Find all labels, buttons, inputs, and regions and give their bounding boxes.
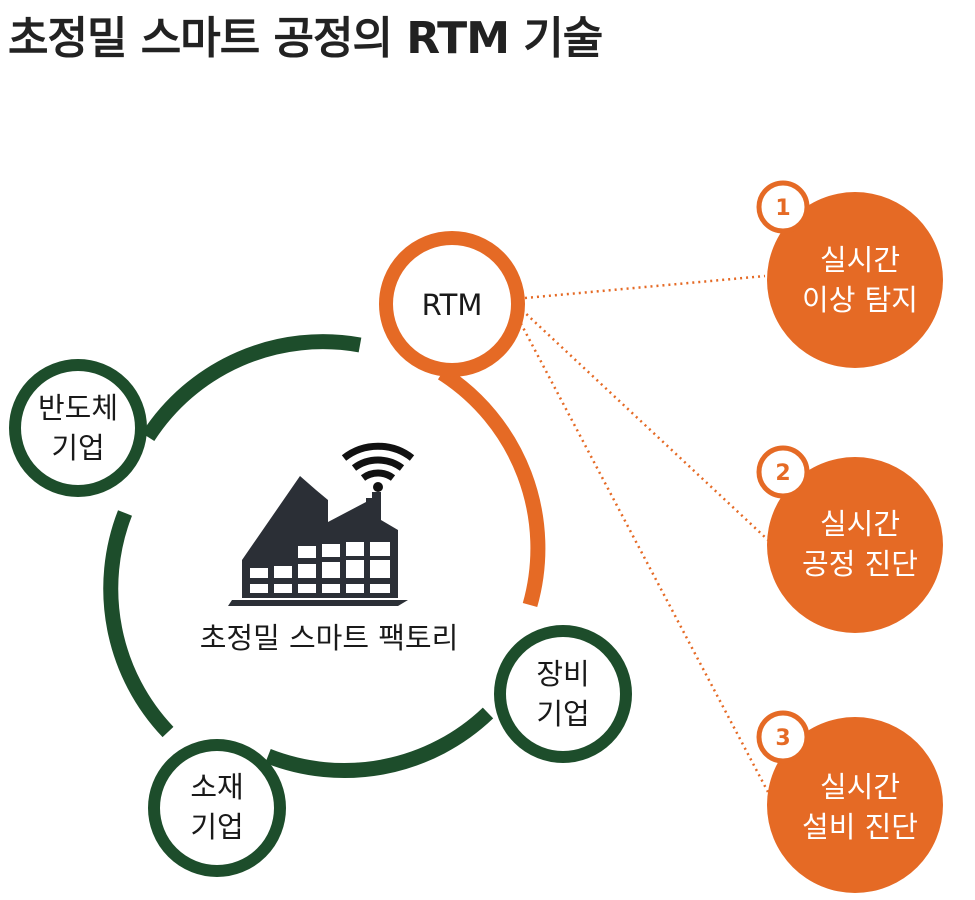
center-label: 초정밀 스마트 팩토리 [200, 621, 459, 655]
ring-arc-bottom [265, 707, 494, 778]
ring-arc-left [103, 510, 174, 738]
connector-lines [516, 274, 770, 793]
page-title: 초정밀 스마트 공정의 RTM 기술 [8, 13, 603, 64]
step-1-line-2: 이상 탐지 [802, 283, 918, 317]
step-3: 3 실시간 설비 진단 [756, 710, 943, 893]
step-2-badge [756, 445, 810, 499]
ring-arc-rtm [437, 366, 546, 608]
equipment-node: 장비 기업 [494, 625, 632, 763]
semiconductor-label-line-2: 기업 [51, 431, 104, 465]
step-1: 1 실시간 이상 탐지 [756, 180, 943, 368]
step-1-line-1: 실시간 [820, 243, 900, 277]
material-node: 소재 기업 [148, 739, 286, 877]
step-3-number: 3 [775, 726, 790, 751]
connector-step-2 [521, 309, 769, 541]
ring-arc-top [141, 334, 362, 442]
material-label-line-2: 기업 [190, 810, 243, 844]
step-1-badge [756, 180, 810, 234]
step-3-line-2: 설비 진단 [802, 810, 918, 844]
semiconductor-label-line-1: 반도체 [38, 391, 118, 425]
step-2-number: 2 [775, 461, 790, 486]
semiconductor-node: 반도체 기업 [9, 359, 147, 497]
step-2: 2 실시간 공정 진단 [756, 445, 943, 633]
step-3-line-1: 실시간 [820, 770, 900, 804]
step-2-line-2: 공정 진단 [802, 547, 918, 581]
equipment-label-line-1: 장비 [536, 657, 589, 691]
factory-icon [228, 476, 408, 606]
rtm-node: RTM [379, 231, 525, 377]
equipment-label-line-2: 기업 [536, 697, 589, 731]
step-2-line-1: 실시간 [820, 507, 900, 541]
wifi-icon [341, 442, 415, 492]
step-1-number: 1 [775, 196, 790, 221]
step-3-badge [756, 710, 810, 764]
connector-step-1 [524, 274, 766, 300]
factory-ring [103, 334, 494, 778]
material-label-line-1: 소재 [190, 770, 243, 804]
rtm-label: RTM [422, 288, 483, 322]
